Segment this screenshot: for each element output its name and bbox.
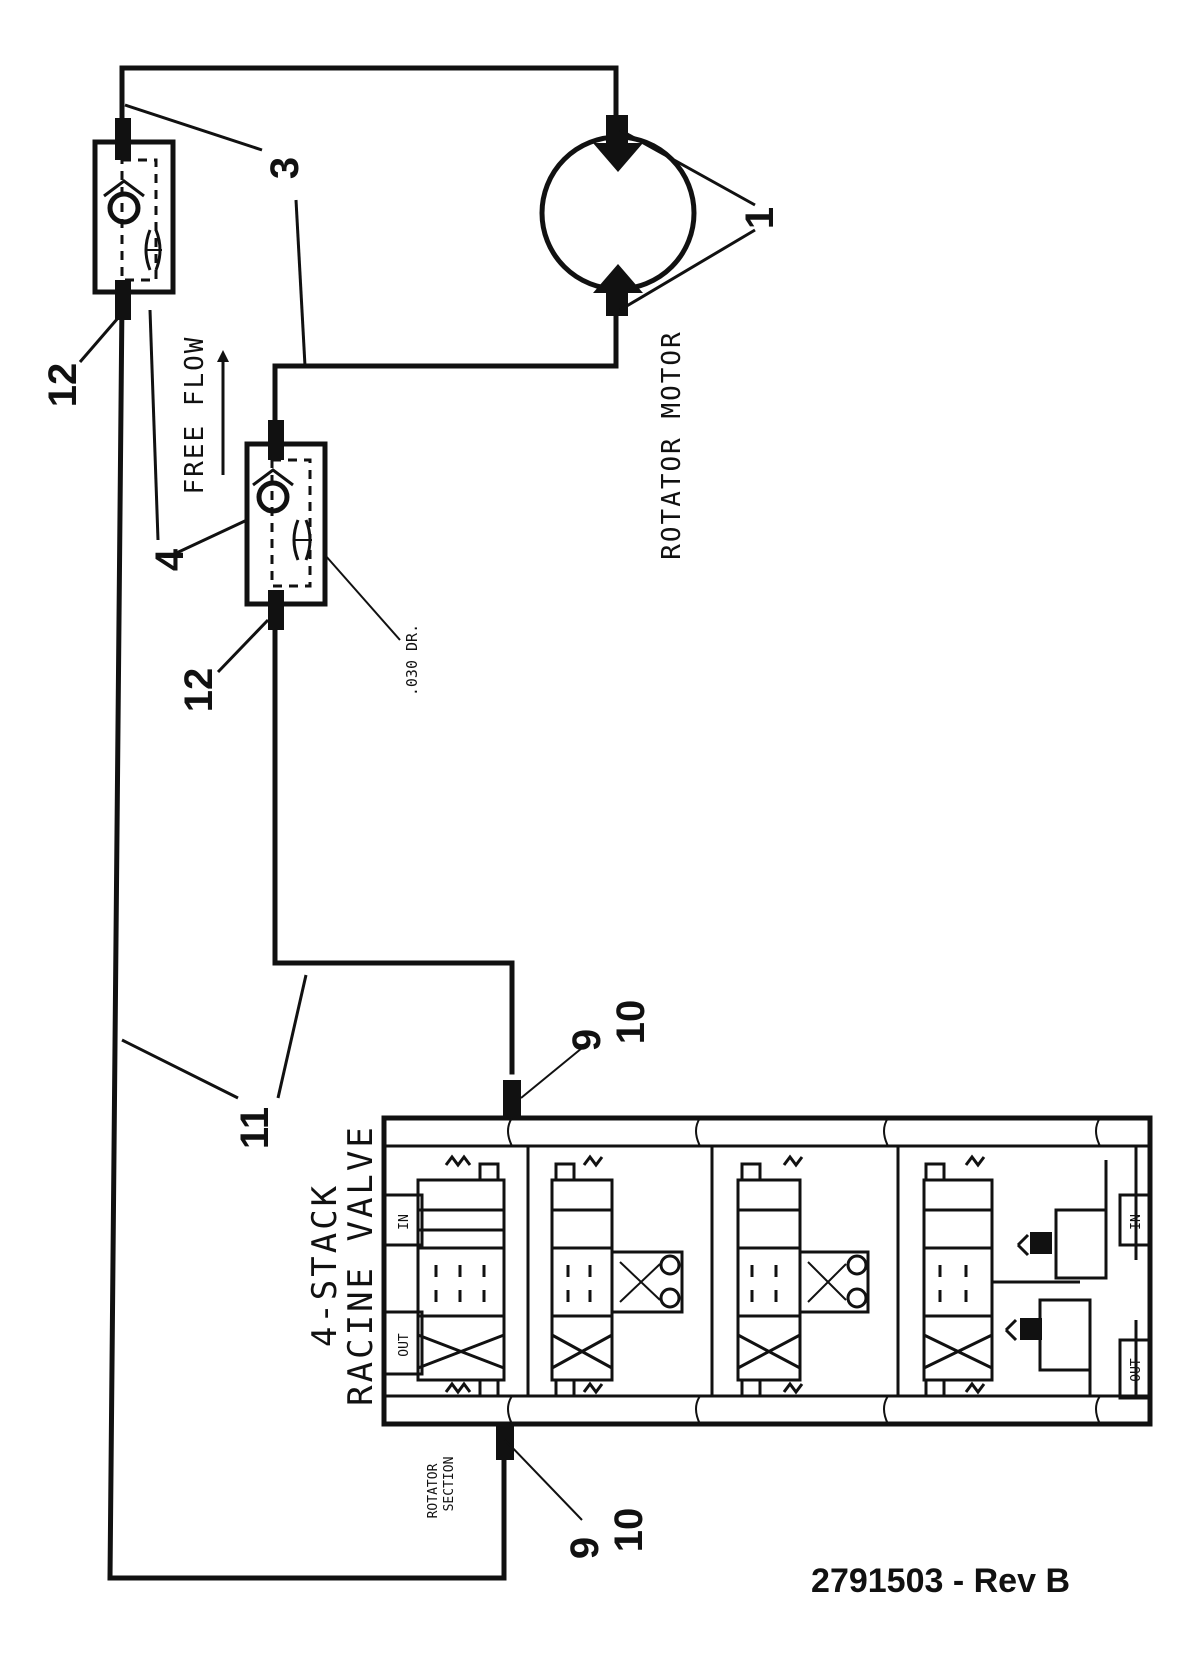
drawing-number: 2791503 - Rev B: [811, 1562, 1070, 1600]
valve-name-line-2: RACINE VALVE: [341, 1124, 381, 1406]
in-port-right: [1118, 1193, 1152, 1247]
hose-lower-valve-to-racine: [272, 609, 515, 1075]
in-port-left: [382, 1193, 424, 1247]
valve-name-line-1: 4-STACK: [305, 1183, 345, 1347]
racine-valve: [381, 1080, 1153, 1460]
callout-1: 1: [738, 207, 782, 229]
callout-10-bottom: 10: [607, 1508, 651, 1553]
out-label-left: OUT: [397, 1333, 412, 1357]
callout-10-top: 10: [609, 1000, 653, 1045]
rotator-motor: [539, 115, 697, 316]
spool-section-1: [416, 1154, 506, 1398]
out-port-left: [382, 1310, 424, 1376]
callout-numbers: 1 3 12 4 12 11 9 10 9 10: [41, 157, 782, 1559]
orifice-label: .030 DR.: [403, 624, 421, 696]
rotator-section-line-2: SECTION: [442, 1457, 457, 1512]
spool-section-2: [550, 1154, 684, 1398]
callout-12-lower: 12: [177, 668, 221, 713]
spool-section-4: [922, 1144, 1138, 1398]
hose-valve-to-motor-top: [119, 65, 619, 138]
text-labels: ROTATOR MOTOR FREE FLOW .030 DR. 4-STACK…: [180, 330, 1144, 1518]
out-label-right: OUT: [1129, 1358, 1144, 1382]
leader-lines: [78, 103, 756, 1521]
in-label-right: IN: [1129, 1214, 1144, 1230]
out-port-right: [1118, 1338, 1152, 1400]
hose-upper-valve-to-racine-bottom: [107, 297, 507, 1581]
hose-motor-bottom-to-lower-valve: [272, 302, 619, 423]
free-flow-label: FREE FLOW: [180, 336, 210, 495]
rotator-section-line-1: ROTATOR: [426, 1463, 441, 1518]
callout-12-upper: 12: [41, 363, 85, 408]
hose-lines: [107, 65, 619, 1581]
callout-11: 11: [233, 1107, 277, 1149]
callout-4: 4: [148, 548, 192, 571]
lower-check-valve: [244, 420, 328, 630]
spool-section-3: [736, 1154, 870, 1398]
callout-3: 3: [263, 157, 307, 179]
upper-check-valve: [92, 118, 176, 320]
rotator-motor-label: ROTATOR MOTOR: [657, 330, 687, 560]
in-label-left: IN: [397, 1214, 412, 1230]
callout-9-top: 9: [565, 1029, 609, 1051]
callout-9-bottom: 9: [563, 1537, 607, 1559]
